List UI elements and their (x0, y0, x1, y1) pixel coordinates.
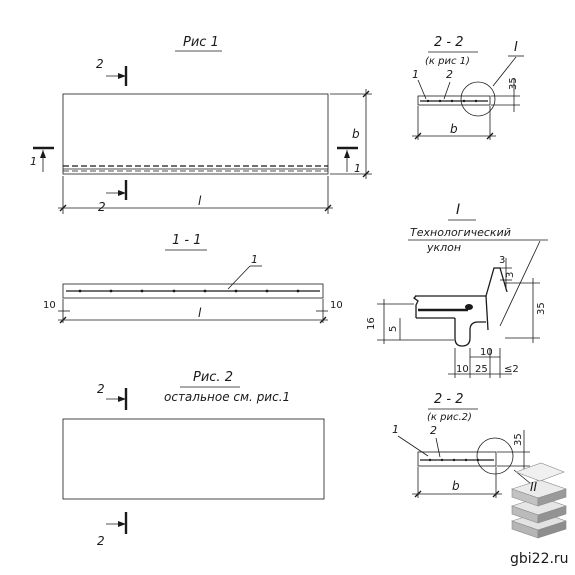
figure-1-plan: Рис 1 2 2 1 1 l b (30, 35, 372, 214)
fig2-note: остальное см. рис.1 (164, 390, 290, 404)
sec22b-leader-2: 2 (430, 424, 437, 437)
dim-l-plan: l (198, 194, 202, 208)
figure-2-plan: Рис. 2 остальное см. рис.1 2 2 (62, 370, 325, 548)
fig2-sec2-mark-bottom: 2 (97, 534, 105, 548)
sec22b-title: 2 - 2 (434, 392, 464, 407)
slab-plan-outline (62, 93, 329, 175)
fig2-title: Рис. 2 (193, 370, 233, 385)
detail-dim-35: 35 (536, 302, 547, 315)
detail-dim-10-upper: 10 (480, 347, 493, 358)
sec22a-leader-1: 1 (412, 68, 419, 81)
detail-dim-2: ≤2 (504, 364, 519, 375)
detail-dim-5: 5 (388, 326, 399, 332)
sec11-leader-1: 1 (251, 253, 258, 266)
dim-l-section: l (198, 306, 202, 320)
sec22a-dim-b: b (450, 122, 458, 136)
sec22a-dim-35: 35 (508, 77, 519, 90)
sec22b-dim-35: 35 (513, 433, 524, 446)
tech-slope-line2: уклон (426, 241, 461, 254)
sec11-dim-10-left: 10 (43, 300, 56, 311)
detail-I: I Технологический уклон 16 5 10 10 25 ≤2 (366, 202, 548, 378)
section-1-1: 1 - 1 1 10 10 l (43, 233, 343, 324)
sec1-mark-right: 1 (354, 162, 361, 175)
sec11-title: 1 - 1 (172, 233, 202, 248)
watermark-text: gbi22.ru (510, 551, 569, 567)
fig2-sec2-mark-top: 2 (97, 382, 105, 396)
tech-slope-line1: Технологический (410, 226, 511, 239)
section-2-2-fig2: 2 - 2 (к рис.2) 1 2 35 b (392, 392, 537, 498)
sec22b-dim-b: b (452, 479, 460, 493)
detail-dim-10-lower: 10 (456, 364, 469, 375)
logo-mark-II: II (530, 480, 538, 494)
sec22a-outline (417, 95, 491, 106)
sec2-mark-bottom: 2 (98, 200, 106, 214)
detail-dim-3-a: 3 (499, 255, 505, 266)
sec22b-outline (417, 451, 497, 467)
dim-b-plan: b (352, 127, 360, 141)
slab-plan-outline-2 (62, 418, 325, 500)
detail-dim-16: 16 (366, 317, 377, 330)
sec11-dim-10-right: 10 (330, 300, 343, 311)
slab-section-outline (62, 283, 324, 299)
sec22b-leader-1: 1 (392, 423, 399, 436)
fig1-title: Рис 1 (183, 35, 219, 50)
detail-dim-3-b: 3 (505, 272, 516, 278)
sec22a-title: 2 - 2 (434, 35, 464, 50)
sec22a-leader-2: 2 (446, 68, 453, 81)
sec22a-detail-mark: I (514, 40, 518, 55)
detail-dim-25: 25 (475, 364, 488, 375)
section-2-2-fig1: 2 - 2 (к рис 1) I 1 2 35 b (412, 35, 524, 140)
watermark-logo-icon: II (511, 462, 567, 539)
sec22b-ref: (к рис.2) (427, 412, 472, 423)
sec22a-ref: (к рис 1) (425, 56, 470, 67)
sec2-mark-top: 2 (96, 57, 104, 71)
sec1-mark-left: 1 (30, 155, 37, 168)
detail-I-title: I (456, 202, 460, 218)
